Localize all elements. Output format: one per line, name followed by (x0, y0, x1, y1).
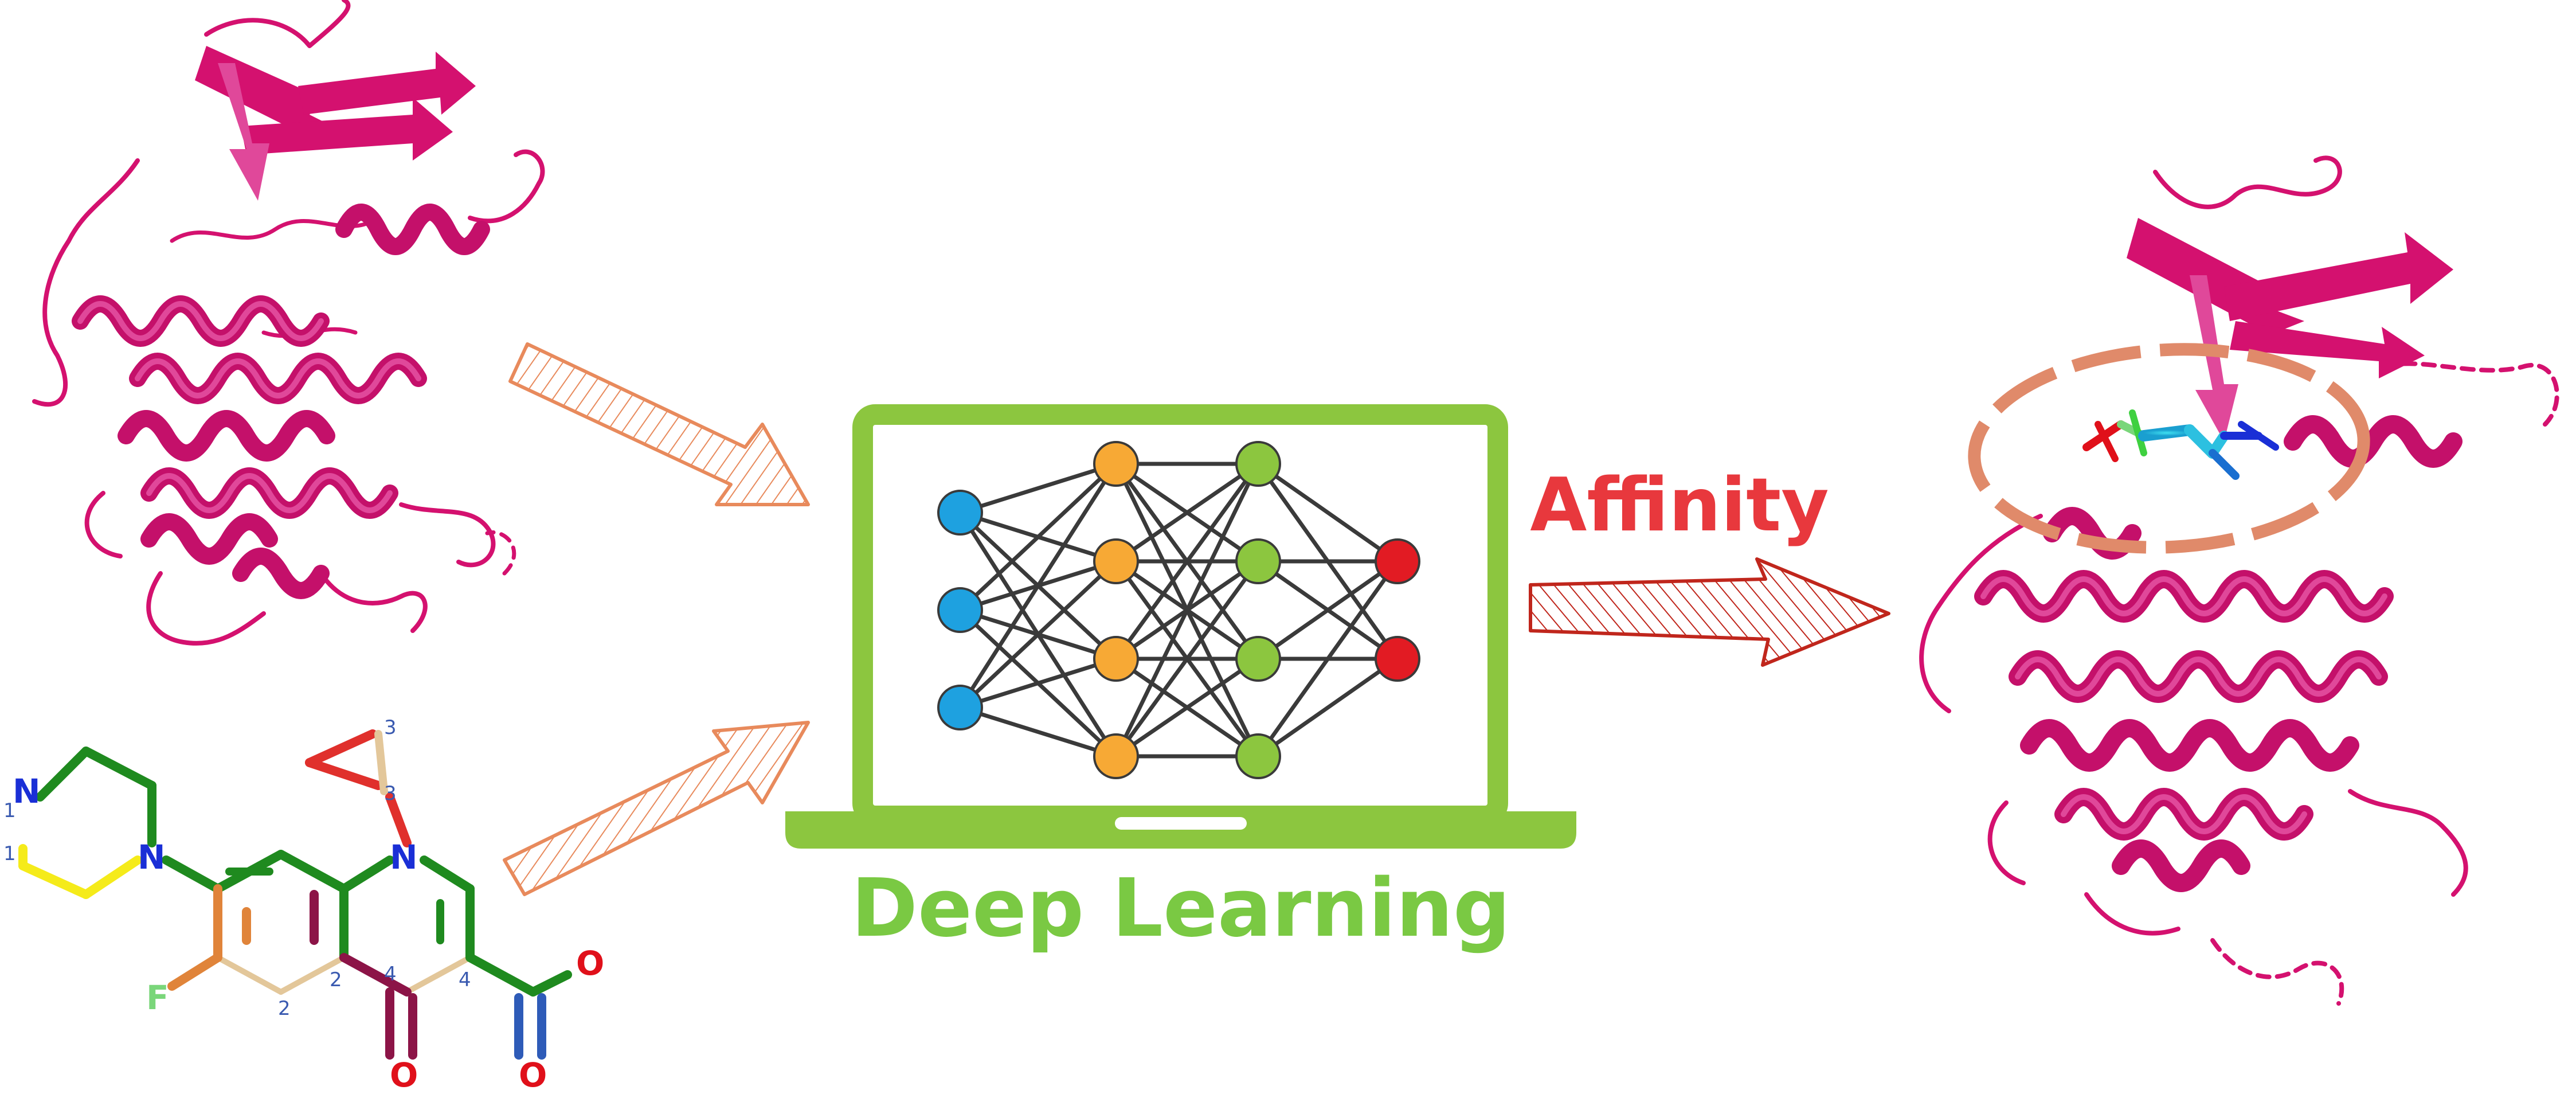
network-edges (958, 462, 1399, 759)
atom-o-label: O (519, 1056, 547, 1094)
protein-ligand-complex (1919, 155, 2559, 1006)
network-edge (958, 463, 1118, 709)
network-edge (1256, 560, 1399, 661)
atom-n-label: N (138, 838, 166, 877)
atom-index-label: 3 (384, 716, 397, 739)
network-node (1235, 538, 1281, 584)
atom-f-label: F (146, 978, 169, 1017)
atom-o-label: O (576, 944, 604, 983)
network-edge (1256, 657, 1399, 758)
network-node (1093, 733, 1139, 779)
input-arrow-protein (508, 342, 810, 506)
output-arrow (1529, 557, 1890, 667)
network-edge (959, 705, 1117, 759)
network-edge (1256, 462, 1399, 563)
neural-network (937, 441, 1420, 779)
network-edge (1114, 463, 1260, 757)
network-node (937, 685, 983, 730)
ciprofloxacin-molecule (18, 729, 572, 1060)
network-node (1235, 441, 1281, 487)
input-arrow-molecule (503, 721, 810, 896)
network-node (1093, 636, 1139, 682)
affinity-label: Affinity (1530, 463, 1829, 548)
atom-index-label: 2 (278, 997, 291, 1020)
network-nodes (937, 441, 1420, 779)
network-node (937, 490, 983, 536)
network-edge (959, 462, 1117, 515)
ligand-molecule (2082, 409, 2279, 480)
network-edge (1256, 560, 1399, 758)
network-edge (1114, 560, 1260, 758)
atom-index-label: 3 (384, 782, 397, 805)
network-edge (1114, 462, 1260, 661)
protein-structure-left (32, 0, 545, 646)
network-edge (1115, 462, 1259, 563)
atom-o-label: O (390, 1056, 418, 1094)
atom-index-label: 4 (384, 963, 397, 986)
network-node (937, 587, 983, 633)
network-node (1093, 538, 1139, 584)
network-edge (958, 462, 1118, 612)
binding-pocket-ring (1968, 343, 2370, 554)
atom-index-label: 1 (3, 842, 16, 865)
network-node (1375, 636, 1420, 682)
atom-index-label: 2 (330, 968, 342, 991)
network-edge (959, 657, 1117, 710)
laptop-icon (785, 404, 1576, 849)
network-node (1235, 733, 1281, 779)
atom-n-label: N (390, 838, 418, 877)
deep-learning-label: Deep Learning (851, 862, 1510, 955)
network-edge (958, 560, 1118, 709)
network-node (1093, 441, 1139, 487)
atom-index-label: 4 (459, 968, 471, 991)
network-node (1235, 636, 1281, 682)
network-edge (1115, 657, 1259, 758)
atom-n-label: N (13, 772, 41, 811)
atom-index-label: 1 (3, 799, 16, 822)
network-node (1375, 538, 1420, 584)
